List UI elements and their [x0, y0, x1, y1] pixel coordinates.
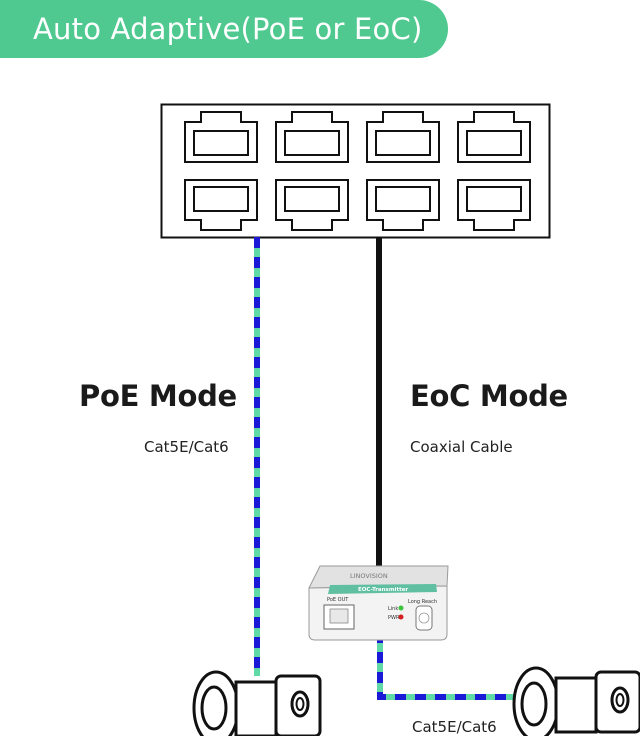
rj45-port-opening — [375, 186, 431, 212]
led-pwr-indicator — [398, 614, 404, 620]
led-link-indicator — [398, 605, 404, 611]
eoc-transmitter: LINOVISION EOC-Transmitter PoE OUT Link … — [308, 565, 449, 641]
rj45-port-opening — [284, 130, 340, 156]
page-title: Auto Adaptive(PoE or EoC) — [33, 12, 423, 46]
rj45-port-opening — [466, 130, 522, 156]
device-model: EOC-Transmitter — [358, 587, 408, 593]
camera-cable-label: Cat5E/Cat6 — [412, 718, 497, 736]
eoc-cable-label: Coaxial Cable — [410, 438, 513, 456]
device-brand: LINOVISION — [350, 572, 388, 580]
camera-icon — [512, 666, 640, 736]
rj45-port-opening — [284, 186, 340, 212]
led-pwr-label: PWR — [388, 615, 400, 621]
rj45-port-opening — [466, 186, 522, 212]
poe-mode-title: PoE Mode — [79, 379, 237, 413]
rj45-port-opening — [193, 130, 249, 156]
poe-cable-label: Cat5E/Cat6 — [144, 438, 229, 456]
rj45-port-opening — [375, 130, 431, 156]
header-banner: Auto Adaptive(PoE or EoC) — [0, 0, 448, 58]
camera-icon — [192, 670, 322, 736]
long-reach-label: Long Reach — [408, 599, 437, 605]
camera-cable — [377, 632, 520, 700]
switch-ports — [184, 111, 531, 231]
rj45-port-opening — [193, 186, 249, 212]
led-link-label: Link — [388, 606, 398, 612]
network-switch — [160, 103, 551, 239]
eoc-mode-title: EoC Mode — [410, 379, 568, 413]
device-port-label: PoE OUT — [327, 597, 349, 603]
